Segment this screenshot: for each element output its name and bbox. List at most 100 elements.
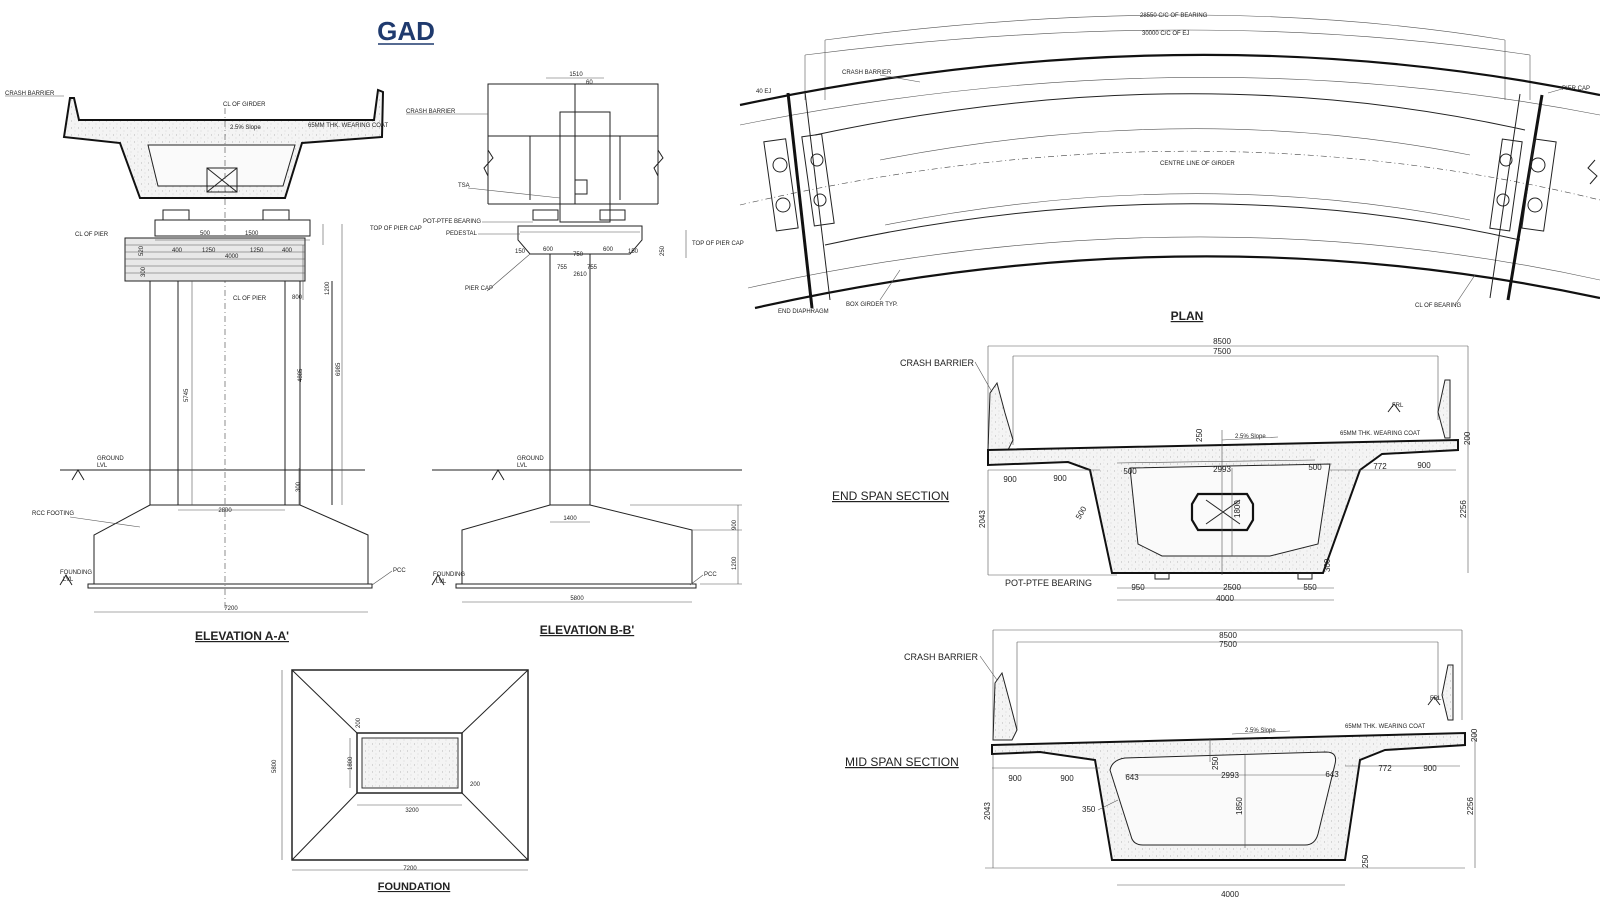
dim-8500-ms: 8500 [1219,631,1237,640]
dim-350-ms: 350 [1082,805,1096,814]
dim-900: 900 [732,519,738,530]
dim-3200-fnd: 3200 [405,808,419,814]
pier-cap-plan-label: PIER CAP [1562,86,1590,92]
dim-2993-ms: 2993 [1221,771,1239,780]
end-diaphragm-label: END DIAPHRAGM [778,309,829,315]
dim-520: 520 [139,245,145,256]
cc-bearing-label: 28550 C/C OF BEARING [1140,13,1208,19]
dim-550-es: 550 [1303,583,1317,592]
crash-barrier-ms-label: CRASH BARRIER [904,652,979,662]
dim-900c-ms: 900 [1423,764,1437,773]
dim-4885: 4885 [298,368,304,382]
dim-772-ms: 772 [1378,764,1392,773]
crash-barrier-plan-label: CRASH BARRIER [842,70,892,76]
founding-bb-lvl-label: LVL [436,579,447,585]
wearing-coat-ms-label: 65MM THK. WEARING COAT [1345,724,1425,730]
pcc-label: PCC [393,568,406,574]
dim-2800: 2800 [218,508,232,514]
pier-cap-label: PIER CAP [465,286,493,292]
dim-250-ms: 250 [1211,756,1220,770]
dim-2610: 2610 [573,272,587,278]
dim-2500-es: 2500 [1223,583,1241,592]
plan-title: PLAN [1171,309,1204,323]
dim-4000-es: 4000 [1216,594,1234,603]
cl-pier-label: CL OF PIER [75,232,109,238]
dim-300: 300 [141,266,147,277]
elevation-bb-view: 1510 60 CRASH BARRIER TSA POT-PTFE BEARI… [406,72,744,637]
dim-900c-es: 900 [1417,461,1431,470]
dim-60: 60 [586,80,593,86]
dim-950-es: 950 [1131,583,1145,592]
dim-900b-ms: 900 [1060,774,1074,783]
dim-2256-es: 2256 [1459,500,1468,518]
dim-4000: 4000 [225,254,239,260]
dim-800: 800 [292,295,303,301]
crash-barrier-bb-label: CRASH BARRIER [406,109,456,115]
founding-lvl-label: LVL [63,577,74,583]
dim-1500: 1500 [245,231,259,237]
dim-7500-ms: 7500 [1219,640,1237,649]
founding-bb-label: FOUNDING [433,572,465,578]
dim-200-ms: 200 [1470,728,1479,742]
dim-600a: 600 [543,247,554,253]
dim-643b-ms: 643 [1325,770,1339,779]
dim-2043-ms: 2043 [983,802,992,820]
top-pier-cap-bb-label: TOP OF PIER CAP [692,241,744,247]
pot-ptfe-es-label: POT-PTFE BEARING [1005,578,1092,588]
wearing-coat-es-label: 65MM THK. WEARING COAT [1340,431,1420,437]
dim-900b-es: 900 [1053,474,1067,483]
dim-7200: 7200 [224,606,238,612]
elevation-aa-title: ELEVATION A-A' [195,629,289,643]
pot-ptfe-label: POT-PTFE BEARING [423,219,481,225]
mid-span-title: MID SPAN SECTION [845,755,959,769]
dim-900a-es: 900 [1003,475,1017,484]
end-span-title: END SPAN SECTION [832,489,949,503]
elevation-aa-view: CRASH BARRIER CL OF GIRDER 65MM THK. WEA… [5,88,422,643]
plan-view: 28550 C/C OF BEARING 30000 C/C OF EJ CRA… [739,13,1600,323]
slope-es-label: 2.5% Slope [1235,434,1266,440]
dim-600b: 600 [603,247,614,253]
dim-755b: 755 [587,265,598,271]
centre-line-label: CENTRE LINE OF GIRDER [1160,161,1235,167]
dim-200b-fnd: 200 [470,782,481,788]
end-span-section: 8500 7500 CRASH BARRIER FRL 65MM THK. WE… [832,337,1472,603]
dim-250-es: 250 [1195,428,1204,442]
dim-4000-ms: 4000 [1221,890,1239,899]
dim-1250b: 1250 [250,248,264,254]
dim-500a-es: 500 [1123,467,1137,476]
dim-1800-es: 1800 [1233,500,1242,518]
dim-250: 250 [660,245,666,256]
dim-643a-ms: 643 [1125,773,1139,782]
box-girder-label: BOX GIRDER TYP. [846,302,898,308]
pcc-bb-label: PCC [704,572,717,578]
cl-bearing-label: CL OF BEARING [1415,303,1461,309]
dim-300b: 300 [296,481,302,492]
dim-2993-es: 2993 [1213,465,1231,474]
ground-label: GROUND [97,456,124,462]
cl-girder-label: CL OF GIRDER [223,102,266,108]
dim-1250a: 1250 [202,248,216,254]
dim-200-es: 200 [1463,431,1472,445]
rcc-footing-label: RCC FOOTING [32,511,74,517]
slope-label: 2.5% Slope [230,125,261,131]
dim-1400: 1400 [563,516,577,522]
dim-2256-ms: 2256 [1466,797,1475,815]
page-title: GAD [377,16,435,46]
ground-bb-label: GROUND [517,456,544,462]
tsa-label: TSA [458,183,470,189]
dim-150b: 150 [628,249,639,255]
dim-7200-fnd: 7200 [403,866,417,872]
dim-300-es: 300 [1323,558,1332,572]
dim-400a: 400 [172,248,183,254]
dim-250b-ms: 250 [1361,854,1370,868]
dim-500: 500 [200,231,211,237]
foundation-title: FOUNDATION [378,881,451,893]
dim-1200: 1200 [325,281,331,295]
crash-barrier-label: CRASH BARRIER [5,91,55,97]
dim-750: 750 [573,252,584,258]
dim-500b-es: 500 [1308,463,1322,472]
dim-400b: 400 [282,248,293,254]
dim-8500-es: 8500 [1213,337,1231,346]
